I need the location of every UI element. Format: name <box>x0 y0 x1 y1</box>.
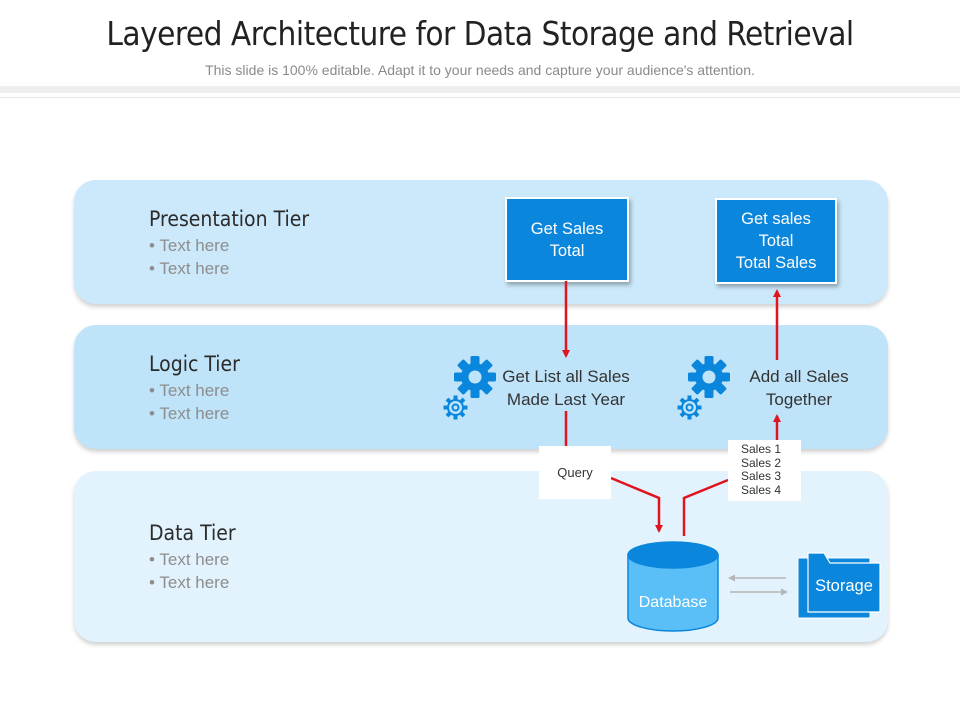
box-line: Total Sales <box>735 254 817 272</box>
gear-icon <box>443 395 468 420</box>
slide-subtitle: This slide is 100% editable. Adapt it to… <box>205 62 755 78</box>
gear-icon <box>677 395 702 420</box>
get-sales-total-box: Get Sales Total <box>505 197 629 282</box>
data-tier-title: Data Tier <box>149 521 236 545</box>
database-icon <box>627 541 719 632</box>
folder-icon <box>797 552 881 619</box>
presentation-tier-bullets: Text here Text here <box>149 234 229 280</box>
storage-label: Storage <box>815 577 873 595</box>
box-line: Total <box>758 232 794 250</box>
box-line: Total <box>549 241 585 260</box>
get-list-step-text: Get List all Sales Made Last Year <box>496 365 636 411</box>
sales-item: Sales 3 <box>741 469 782 483</box>
header-divider-thin <box>0 97 960 98</box>
bullet-item: Text here <box>149 402 229 425</box>
query-label: Query <box>539 446 611 499</box>
get-sales-total-sales-box: Get sales Total Total Sales <box>715 198 837 284</box>
bullet-item: Text here <box>149 571 229 594</box>
sales-item: Sales 1 <box>741 442 782 456</box>
step-line: Get List all Sales <box>502 367 630 386</box>
gear-icon <box>688 356 730 398</box>
logic-tier-bullets: Text here Text here <box>149 379 229 425</box>
step-line: Together <box>765 390 833 409</box>
bullet-item: Text here <box>149 234 229 257</box>
step-line: Add all Sales <box>749 367 849 386</box>
sales-item: Sales 4 <box>741 482 782 497</box>
box-line: Get Sales <box>530 219 604 238</box>
connector-database-to-sales <box>682 478 729 536</box>
add-all-step-text: Add all Sales Together <box>738 365 860 411</box>
data-tier-bullets: Text here Text here <box>149 548 229 594</box>
logic-tier-title: Logic Tier <box>149 352 240 376</box>
sales-item: Sales 2 <box>741 455 782 470</box>
gear-icon <box>454 356 496 398</box>
box-line: Get sales <box>741 210 811 228</box>
presentation-tier-title: Presentation Tier <box>149 207 310 231</box>
bullet-item: Text here <box>149 257 229 280</box>
bullet-item: Text here <box>149 379 229 402</box>
sales-list-box: Sales 1 Sales 2 Sales 3 Sales 4 <box>728 440 801 501</box>
bullet-item: Text here <box>149 548 229 571</box>
slide-title: Layered Architecture for Data Storage an… <box>106 14 854 53</box>
header-divider <box>0 86 960 93</box>
arrow-query-to-database <box>610 476 663 533</box>
database-label: Database <box>638 594 708 611</box>
step-line: Made Last Year <box>506 390 626 409</box>
